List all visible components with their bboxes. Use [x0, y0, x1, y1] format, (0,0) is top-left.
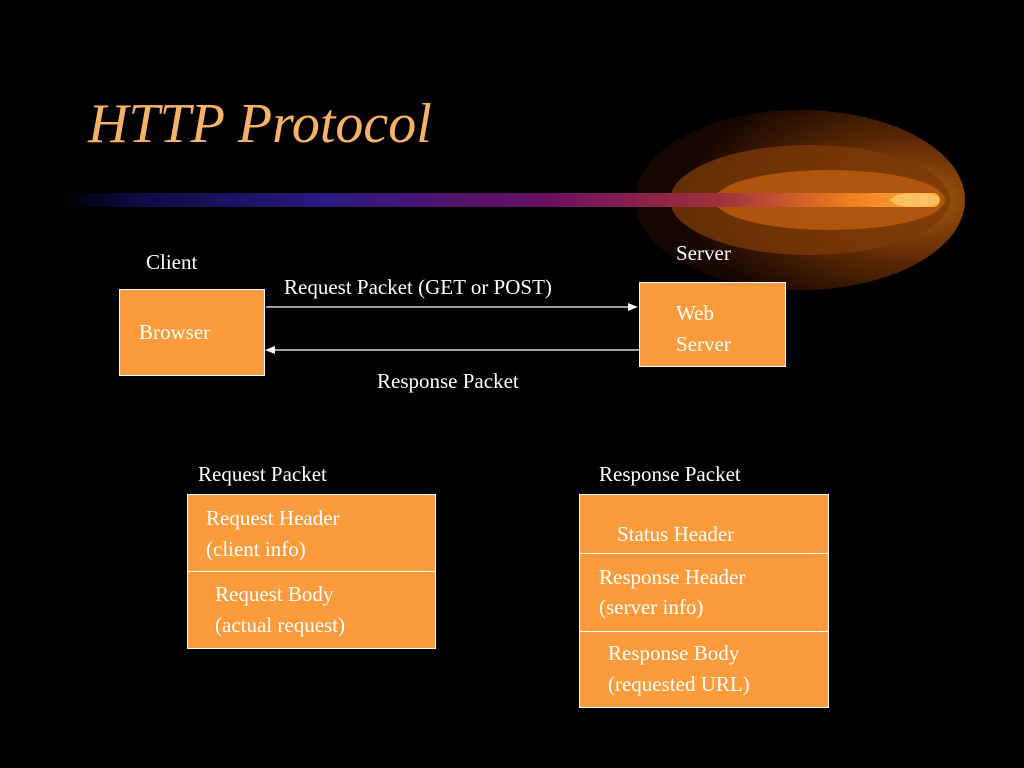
client-label: Client: [146, 250, 198, 274]
response-body-line-1: Response Body: [608, 641, 740, 665]
response-body-line-2: (requested URL): [608, 672, 750, 696]
web-server-box: Web Server: [639, 282, 786, 367]
request-packet-label: Request Packet: [198, 462, 327, 486]
response-section-divider-2: [580, 631, 828, 632]
request-body-line-2: (actual request): [215, 613, 346, 637]
response-header-line-1: Response Header: [599, 565, 746, 589]
server-label: Server: [676, 241, 731, 265]
response-section-divider-1: [580, 553, 828, 554]
request-arrow-label: Request Packet (GET or POST): [284, 275, 552, 299]
request-header-line-2: (client info): [206, 537, 306, 561]
request-section-divider: [188, 571, 435, 572]
web-server-box-line-1: Web: [676, 301, 714, 325]
request-header-line-1: Request Header: [206, 506, 340, 530]
slide-title: HTTP Protocol: [88, 93, 432, 155]
status-header-line: Status Header: [617, 522, 735, 546]
response-packet-box: Status Header Response Header (server in…: [579, 494, 829, 708]
request-arrow: [266, 303, 638, 311]
browser-box-label: Browser: [139, 320, 211, 344]
web-server-box-line-2: Server: [676, 332, 731, 356]
browser-box: Browser: [119, 289, 265, 376]
response-header-line-2: (server info): [599, 595, 704, 619]
request-packet-box: Request Header (client info) Request Bod…: [187, 494, 436, 649]
request-body-line-1: Request Body: [215, 582, 334, 606]
response-packet-label: Response Packet: [599, 462, 741, 486]
response-arrow: [265, 346, 639, 354]
response-arrow-label: Response Packet: [377, 369, 519, 393]
